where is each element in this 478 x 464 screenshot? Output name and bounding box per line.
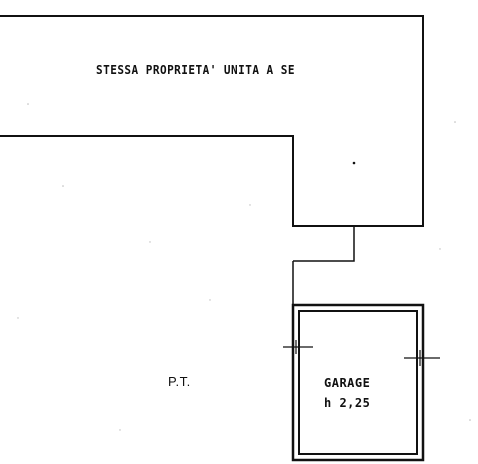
garage-height: h 2,25 [324,396,371,410]
main-unit-outline [0,15,424,227]
floor-level-label: P.T. [168,374,191,389]
garage-inner-wall [298,310,418,455]
scan-noise [17,103,471,431]
porch-step-outline [293,225,355,262]
reference-dot [352,161,356,165]
garage-label: GARAGE h 2,25 [324,373,370,413]
garage-outer-wall [291,303,425,462]
garage-name: GARAGE [324,376,371,390]
main-unit-label: STESSA PROPRIETA' UNITA A SE [96,63,295,77]
